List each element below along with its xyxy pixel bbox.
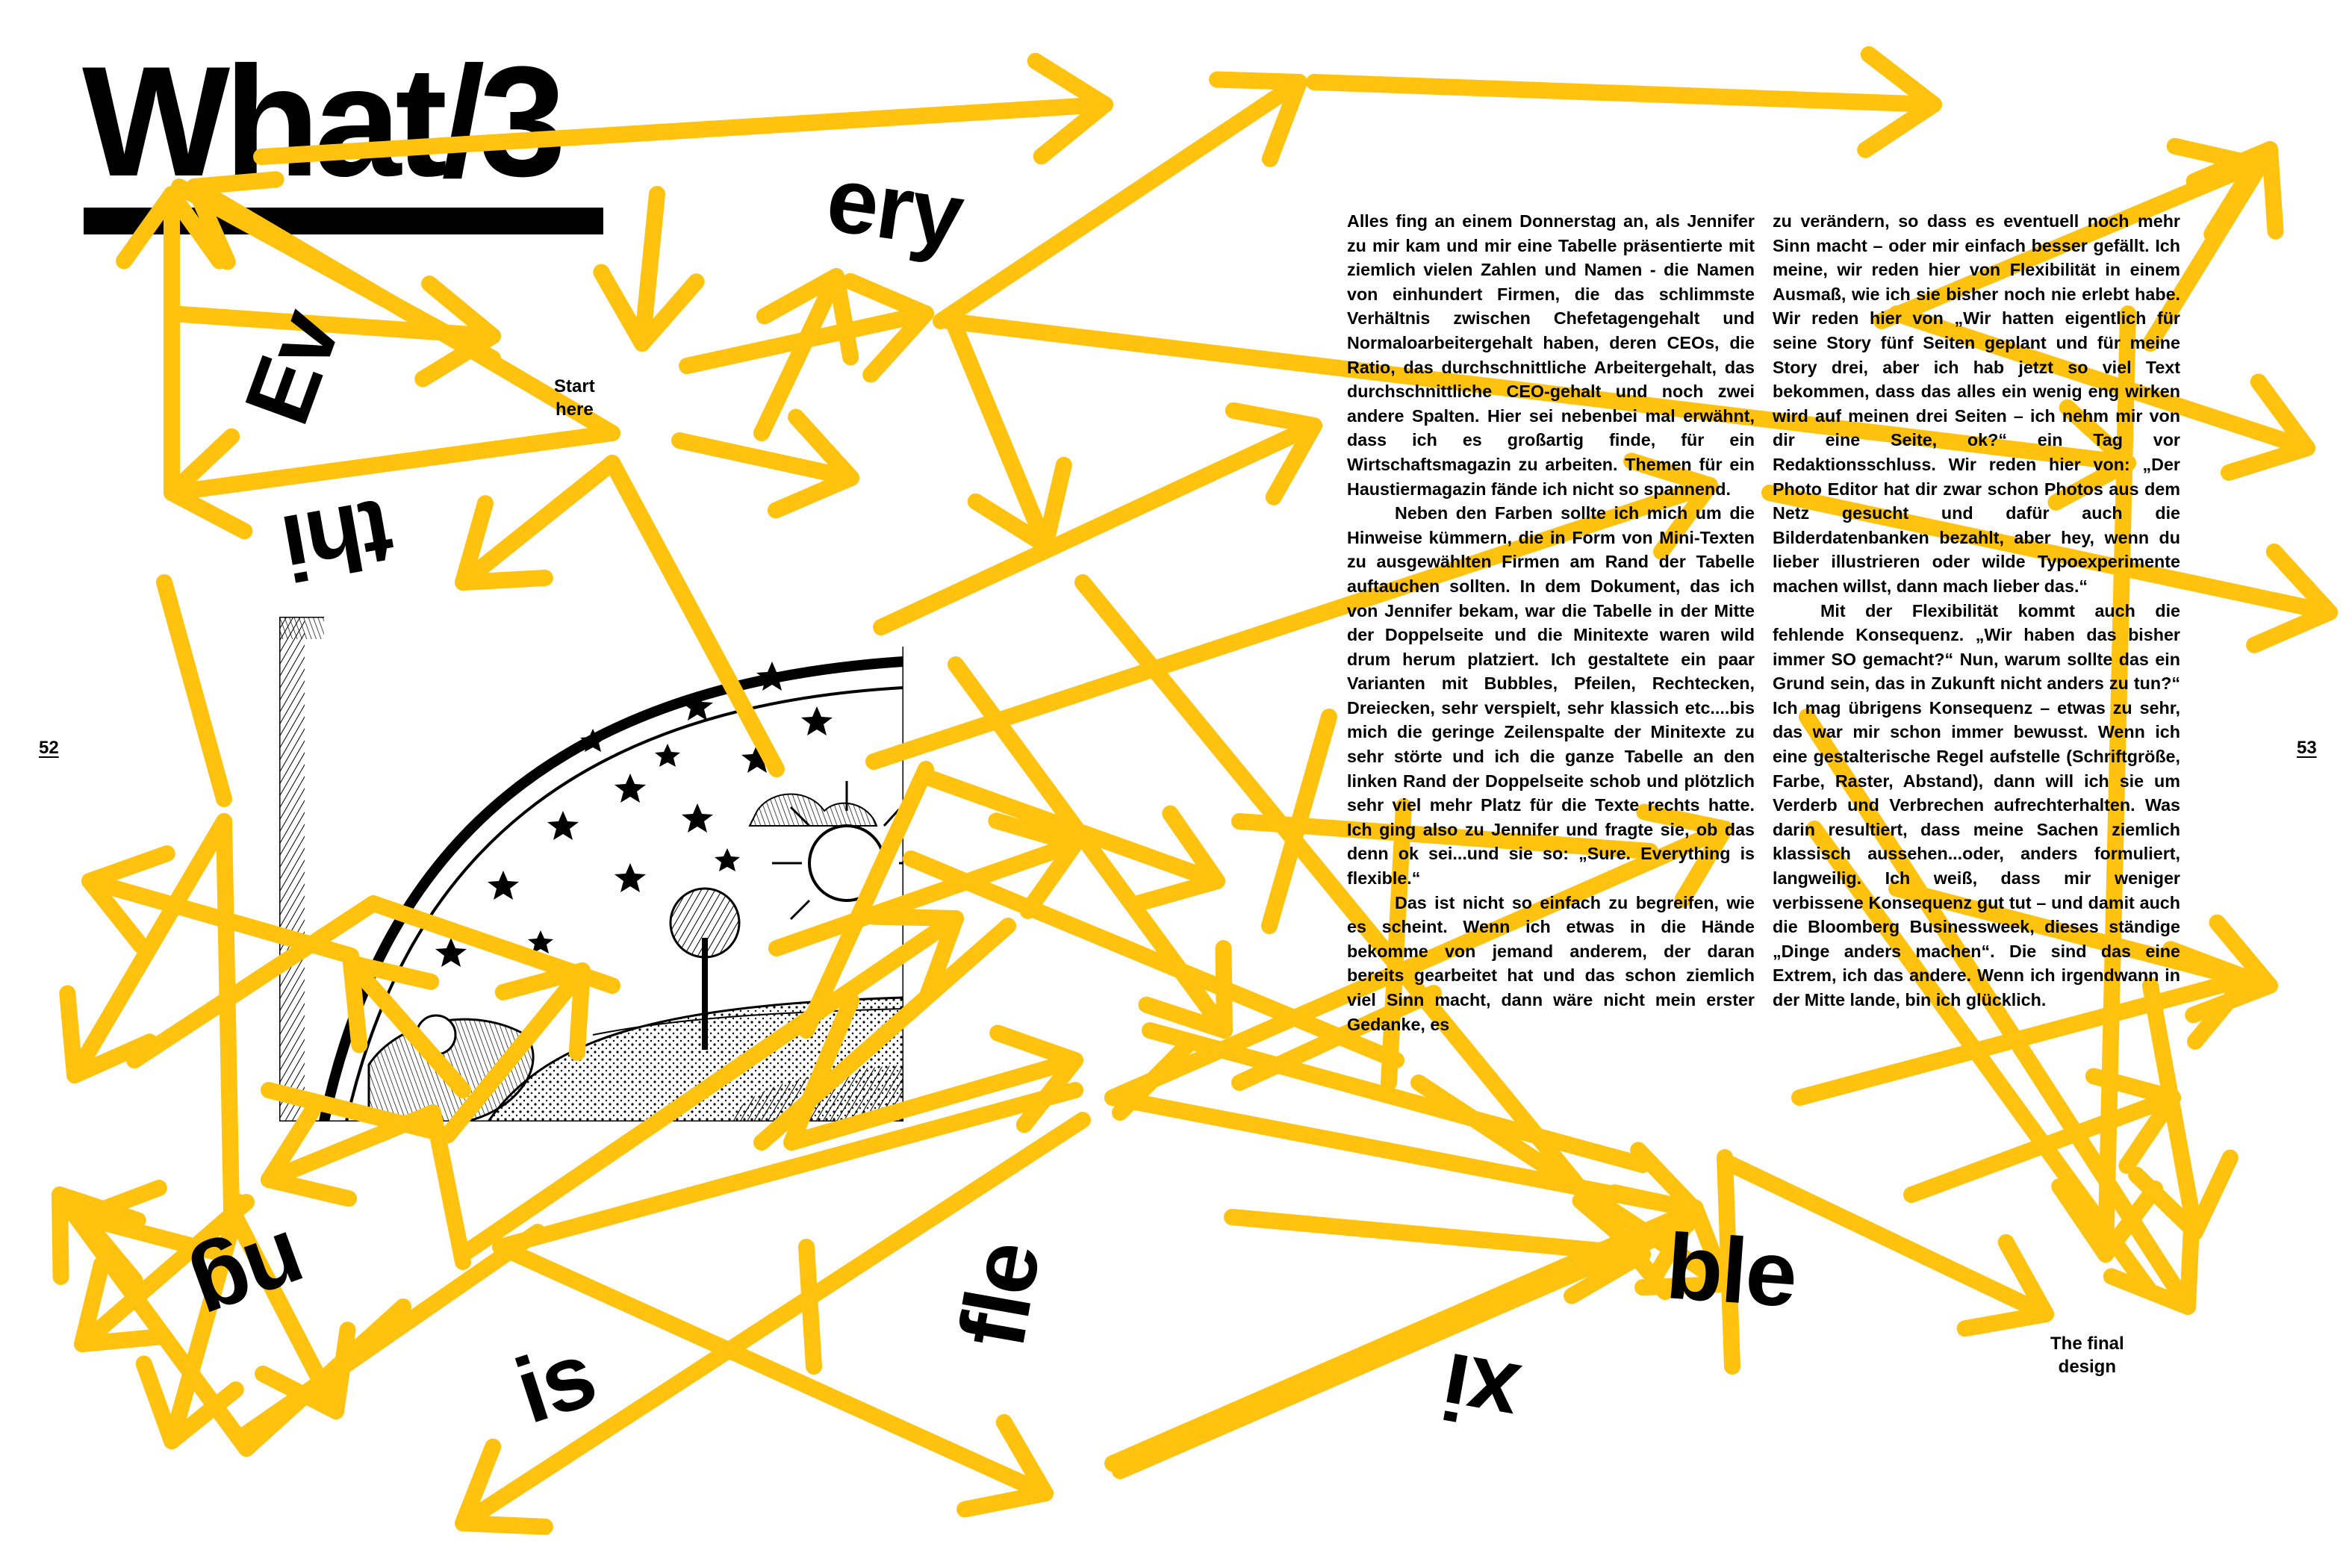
arrow-head-icon — [52, 1186, 146, 1285]
arrow-head-icon — [989, 1024, 1083, 1133]
arrow-head-icon — [2085, 1068, 2181, 1175]
engraving-illustration — [279, 617, 903, 1121]
arrow-icon — [238, 1298, 411, 1457]
word-xi: xi — [1435, 1333, 1527, 1448]
final-label: The final design — [2050, 1334, 2124, 1378]
arrow-icon — [873, 417, 1322, 635]
arrow-icon — [948, 656, 1233, 1039]
body-column-right: zu verändern, so dass es eventuell noch … — [1773, 209, 2180, 1012]
arrow-head-icon — [2246, 543, 2338, 653]
arrow-icon — [1224, 1209, 1651, 1263]
arrow-icon — [679, 305, 934, 374]
engraving-svg — [279, 617, 903, 1121]
arrow-icon — [798, 1239, 822, 1375]
arrow-head-icon — [81, 845, 175, 954]
arrow-head-icon — [767, 408, 859, 519]
body-paragraph: Das ist nicht so einfach zu begreifen, w… — [1347, 892, 1755, 1034]
arrow-head-icon — [2051, 1177, 2164, 1263]
arrow-icon — [1261, 709, 1337, 934]
arrow-head-icon — [1857, 46, 1942, 158]
headline: What/3 — [82, 34, 566, 209]
arrow-icon — [425, 1104, 471, 1270]
arrow-head-icon — [2166, 137, 2263, 243]
arrow-head-icon — [1225, 402, 1322, 505]
arrow-icon — [933, 74, 1307, 329]
arrow-icon — [1306, 74, 1942, 113]
arrow-head-icon — [593, 264, 705, 352]
arrow-head-icon — [74, 1256, 172, 1352]
arrow-head-icon — [455, 1438, 553, 1535]
arrow-head-icon — [74, 1179, 167, 1289]
arrow-icon — [1112, 1216, 1696, 1479]
body-paragraph: zu verändern, so dass es eventuell noch … — [1773, 211, 2180, 596]
headline-underline — [84, 208, 603, 234]
arrow-head-icon — [841, 273, 934, 383]
arrow-head-icon — [2128, 1149, 2239, 1240]
arrow-icon — [2142, 977, 2203, 1240]
arrow-icon — [156, 574, 232, 807]
word-fle: fle — [940, 1234, 1060, 1355]
arrow-head-icon — [1027, 52, 1113, 165]
body-column-left: Alles fing an einem Donnerstag an, als J… — [1347, 209, 1755, 1036]
body-paragraph: Alles fing an einem Donnerstag an, als J… — [1347, 211, 1755, 499]
arrow-icon — [1903, 1089, 2181, 1203]
arrow-icon — [164, 425, 620, 501]
arrow-head-icon — [59, 985, 158, 1083]
arrow-head-icon — [1130, 805, 1225, 912]
arrow-head-icon — [414, 276, 501, 388]
arrow-icon — [1104, 1089, 1703, 1218]
arrow-icon — [261, 1104, 441, 1188]
arrow-head-icon — [1138, 940, 1233, 1039]
arrow-icon — [903, 850, 1404, 1068]
arrow-head-icon — [956, 1413, 1054, 1518]
word-ble: ble — [1663, 1215, 1799, 1327]
arrow-head-icon — [1209, 71, 1307, 167]
page-number-right: 53 — [2297, 738, 2317, 758]
arrow-head-icon — [1564, 1192, 1651, 1304]
arrow-head-icon — [255, 1322, 356, 1419]
arrow-icon — [671, 432, 859, 486]
arrow-icon — [918, 768, 1225, 889]
arrow-icon — [1112, 1037, 1195, 1121]
word-ng: ng — [181, 1210, 320, 1346]
arrow-head-icon — [2103, 1216, 2200, 1315]
arrow-head-icon — [2221, 373, 2315, 481]
start-label: Start here — [554, 376, 595, 420]
arrow-head-icon — [967, 456, 1072, 553]
arrow-head-icon — [135, 1355, 244, 1449]
arrow-head-icon — [2185, 141, 2284, 240]
arrow-head-icon — [1956, 1233, 2054, 1337]
body-paragraph: Neben den Farben sollte ich mich um die … — [1347, 503, 1755, 889]
body-paragraph: Mit der Flexibilität kommt auch die fehl… — [1773, 600, 2180, 1010]
arrow-icon — [753, 268, 844, 441]
arrow-icon — [1104, 1201, 1703, 1472]
arrow-icon — [948, 320, 1054, 553]
arrow-head-icon — [261, 1101, 358, 1207]
arrow-icon — [634, 186, 665, 352]
arrow-head-icon — [988, 812, 1083, 919]
arrow-icon — [66, 813, 232, 1083]
arrow-head-icon — [164, 428, 253, 540]
arrow-head-icon — [756, 268, 859, 366]
arrow-icon — [455, 455, 620, 591]
word-ev: Ev — [225, 298, 360, 437]
word-is: is — [504, 1322, 607, 1443]
arrow-icon — [216, 813, 240, 1218]
arrow-icon — [1142, 1022, 1651, 1173]
word-ery: ery — [821, 147, 968, 268]
word-thi: thi — [276, 479, 401, 600]
page-number-left: 52 — [39, 738, 59, 758]
arrow-head-icon — [455, 495, 553, 591]
arrow-head-icon — [2162, 941, 2256, 1050]
arrow-head-icon — [2185, 914, 2278, 1024]
